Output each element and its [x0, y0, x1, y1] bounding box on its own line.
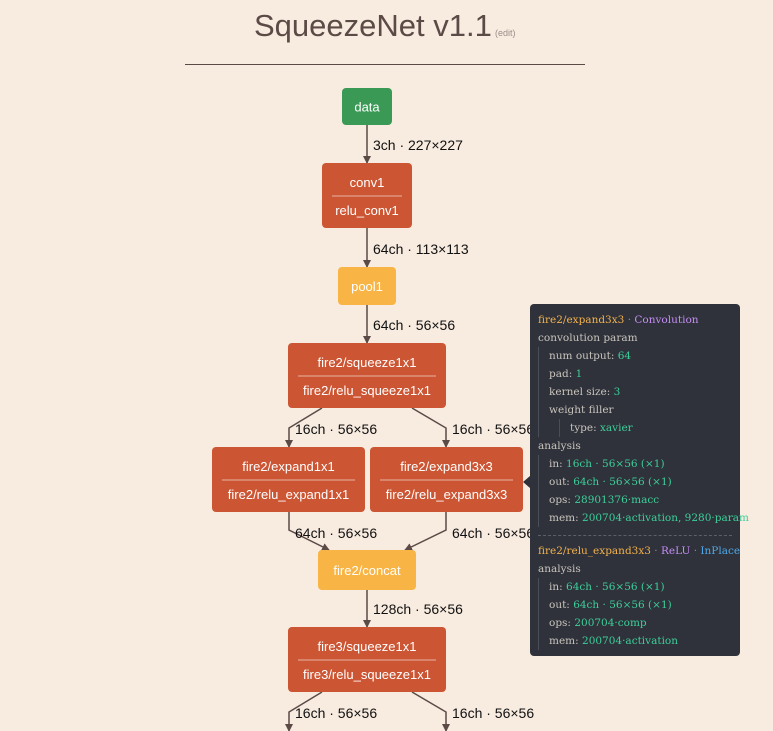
edge-fire3_squeeze-fire3_expand3x3 [411, 691, 450, 731]
edge-label: 16ch · 56×56 [452, 705, 534, 721]
edge-fire2_squeeze-fire2_expand3x3 [411, 407, 450, 448]
out-label: out: [549, 476, 570, 488]
node-label: fire2/expand1x1 [242, 459, 335, 474]
in-value: 16ch · 56×56 (×1) [566, 458, 665, 470]
node-fire3_squeeze[interactable]: fire3/squeeze1x1 fire3/relu_squeeze1x1 [288, 627, 446, 692]
mem-value: 200704·activation, 9280·param [582, 512, 749, 524]
in-label: in: [549, 458, 563, 470]
node-sublabel: relu_conv1 [335, 203, 399, 218]
out-value: 64ch · 56×56 (×1) [573, 599, 672, 611]
node-box[interactable] [338, 267, 396, 305]
nodes-layer: data conv1 relu_conv1 pool1 fire2/squeeze1x1… [212, 88, 523, 692]
edge-label: 64ch · 56×56 [295, 525, 377, 541]
edge-fire2_expand3x3-fire2_concat [404, 512, 447, 551]
pad-label: pad: [549, 368, 573, 380]
node-data[interactable]: data [342, 88, 392, 125]
edge-label: 16ch · 56×56 [295, 705, 377, 721]
tooltip-layer2-header: fire2/relu_expand3x3 · ReLU · InPlace [538, 542, 740, 560]
node-fire2_expand3x3[interactable]: fire2/expand3x3 fire2/relu_expand3x3 [370, 447, 523, 512]
filler-type-label: type: [570, 422, 597, 434]
edge-label: 16ch · 56×56 [295, 421, 377, 437]
tooltip-layer-name: fire2/relu_expand3x3 [538, 545, 651, 557]
tooltip-param-group: num output: 64 pad: 1 kernel size: 3 wei… [538, 347, 732, 437]
out-value: 64ch · 56×56 (×1) [573, 476, 672, 488]
node-fire2_concat[interactable]: fire2/concat [318, 550, 416, 590]
node-sublabel: fire2/relu_expand3x3 [386, 487, 507, 502]
edit-link[interactable]: (edit) [495, 28, 516, 38]
tooltip-analysis-group: in: 16ch · 56×56 (×1) out: 64ch · 56×56 … [538, 455, 749, 527]
in-value: 64ch · 56×56 (×1) [566, 581, 665, 593]
node-fire2_expand1x1[interactable]: fire2/expand1x1 fire2/relu_expand1x1 [212, 447, 365, 512]
mem-label: mem: [549, 635, 579, 647]
kernel-value: 3 [613, 386, 621, 398]
edge-label: 64ch · 56×56 [373, 317, 455, 333]
tooltip-layer-type: ReLU [660, 545, 691, 557]
node-pool1[interactable]: pool1 [338, 267, 396, 305]
node-sublabel: fire2/relu_expand1x1 [228, 487, 349, 502]
tooltip-inplace-badge: InPlace [700, 545, 741, 557]
node-sublabel: fire2/relu_squeeze1x1 [303, 383, 431, 398]
node-fire2_squeeze[interactable]: fire2/squeeze1x1 fire2/relu_squeeze1x1 [288, 343, 446, 408]
tooltip-separator: · [693, 545, 698, 557]
tooltip-arrow [523, 476, 530, 488]
node-label: conv1 [350, 175, 385, 190]
node-box[interactable] [318, 550, 416, 590]
node-label: fire2/concat [333, 563, 401, 578]
title-divider [185, 64, 585, 65]
edges-layer: 3ch · 227×227 64ch · 113×113 64ch · 56×56 1… [285, 125, 534, 731]
in-label: in: [549, 581, 563, 593]
filler-type-value: xavier [599, 422, 633, 434]
out-label: out: [549, 599, 570, 611]
edge-label: 3ch · 227×227 [373, 137, 463, 153]
ops-label: ops: [549, 494, 571, 506]
node-label: fire3/squeeze1x1 [317, 639, 416, 654]
edge-label: 64ch · 113×113 [373, 241, 469, 257]
node-label: pool1 [351, 279, 383, 294]
tooltip-analysis-group: in: 64ch · 56×56 (×1) out: 64ch · 56×56 … [538, 578, 732, 650]
node-label: fire2/expand3x3 [400, 459, 493, 474]
edge-fire2_squeeze-fire2_expand1x1 [285, 407, 323, 448]
tooltip-section-param: convolution param [538, 332, 638, 344]
node-conv1[interactable]: conv1 relu_conv1 [322, 163, 412, 228]
mem-label: mem: [549, 512, 579, 524]
kernel-label: kernel size: [549, 386, 611, 398]
mem-value: 200704·activation [582, 635, 679, 647]
ops-label: ops: [549, 617, 571, 629]
tooltip-separator: · [627, 314, 632, 326]
weight-filler-label: weight filler [549, 404, 614, 416]
tooltip-layer-type: Convolution [634, 314, 699, 326]
edge-fire3_squeeze-fire3_expand1x1 [285, 691, 323, 731]
layer-tooltip: fire2/expand3x3 · Convolution convolutio… [530, 304, 749, 656]
weight-filler-group: type: xavier [559, 419, 732, 437]
node-sublabel: fire3/relu_squeeze1x1 [303, 667, 431, 682]
num-output-label: num output: [549, 350, 615, 362]
page-title: SqueezeNet v1.1 [254, 8, 492, 43]
tooltip-section-analysis: analysis [538, 563, 581, 575]
ops-value: 200704·comp [574, 617, 647, 629]
tooltip-section-analysis: analysis [538, 440, 581, 452]
tooltip-separator: · [654, 545, 658, 557]
node-label: fire2/squeeze1x1 [317, 355, 416, 370]
edge-label: 64ch · 56×56 [452, 525, 534, 541]
edge-label: 16ch · 56×56 [452, 421, 534, 437]
tooltip-divider [538, 535, 732, 536]
edge-fire2_expand1x1-fire2_concat [288, 512, 330, 551]
edge-label: 128ch · 56×56 [373, 601, 463, 617]
node-box[interactable] [342, 88, 392, 125]
ops-value: 28901376·macc [574, 494, 660, 506]
tooltip-layer-name: fire2/expand3x3 [538, 314, 625, 326]
pad-value: 1 [575, 368, 583, 380]
tooltip-layer1-header: fire2/expand3x3 · Convolution [538, 311, 732, 329]
num-output-value: 64 [617, 350, 632, 362]
node-label: data [354, 100, 380, 115]
